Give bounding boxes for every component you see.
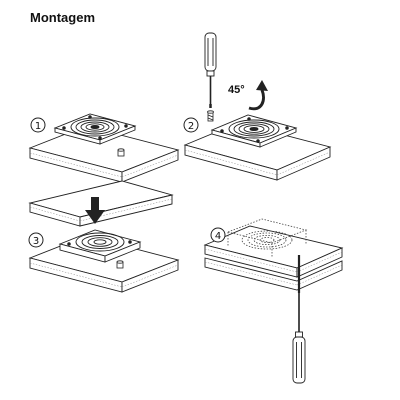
step-1: 1 <box>28 113 180 183</box>
step-4: 4 <box>203 218 344 384</box>
rotation-arrow-icon <box>248 80 268 111</box>
swivel-plate <box>58 229 142 263</box>
swivel-plate <box>53 113 137 145</box>
svg-text:3: 3 <box>33 236 39 247</box>
screw <box>207 110 214 122</box>
step-badge-4: 4 <box>210 227 226 243</box>
step-4-bottom-board <box>204 257 343 291</box>
page-title: Montagem <box>30 10 95 25</box>
step-badge-1: 1 <box>30 117 46 133</box>
step-3-top-board <box>28 180 174 227</box>
svg-text:1: 1 <box>35 121 41 132</box>
screw <box>116 260 124 269</box>
svg-text:4: 4 <box>215 231 221 242</box>
step-4-top-board <box>203 225 344 278</box>
step-2: 45° 2 <box>183 32 332 181</box>
hidden-swivel-plate <box>226 218 308 257</box>
svg-text:2: 2 <box>188 121 194 132</box>
step-3: 3 <box>28 180 180 293</box>
swivel-plate <box>210 114 298 148</box>
rotation-angle-label: 45° <box>228 84 245 96</box>
press-down-arrow-icon <box>85 197 105 224</box>
screwdriver <box>292 255 306 384</box>
screwdriver <box>204 32 217 108</box>
step-badge-3: 3 <box>28 232 44 248</box>
step-badge-2: 2 <box>183 117 199 133</box>
screw <box>117 148 125 157</box>
